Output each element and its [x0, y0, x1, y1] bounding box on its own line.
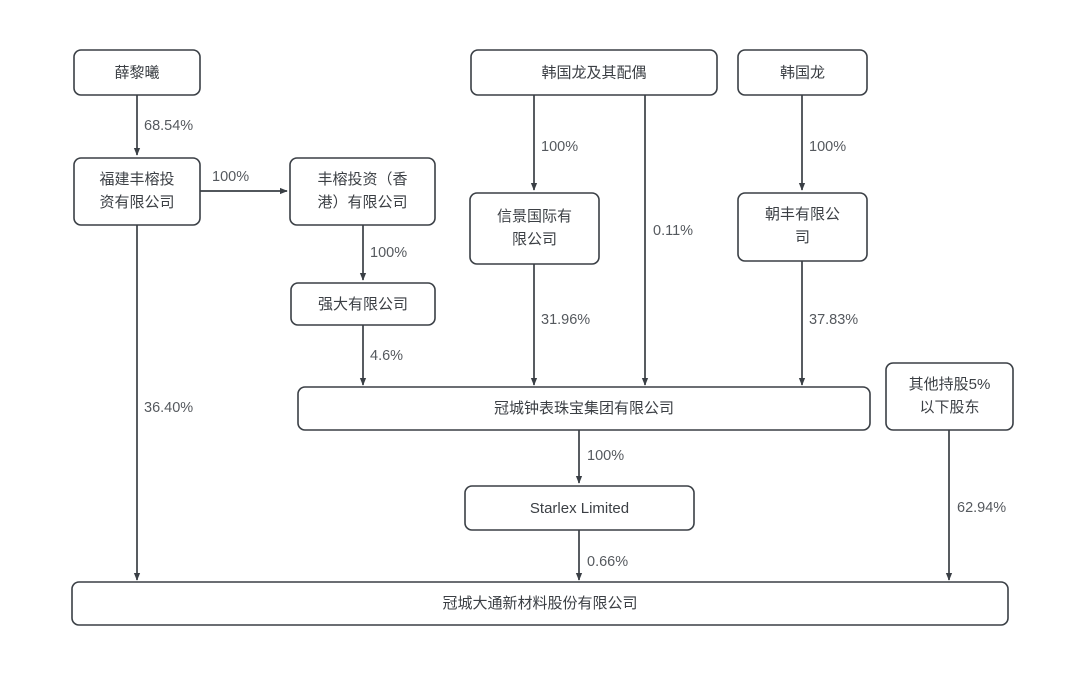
node-chaofeng[interactable]: 朝丰有限公 司 — [737, 192, 868, 262]
edge-hanguolong-to-chaofeng: 100% — [798, 95, 846, 191]
edge-fujian-fengrong-to-fengrong-hk: 100% — [200, 169, 288, 195]
node-box[interactable] — [885, 362, 1014, 431]
edge-xinjing-to-guancheng-group: 31.96% — [530, 264, 590, 386]
node-label-hanguolong: 韩国龙 — [780, 64, 825, 81]
node-hanguolong-spouse[interactable]: 韩国龙及其配偶 — [470, 49, 718, 96]
node-label-hanguolong-spouse: 韩国龙及其配偶 — [541, 64, 646, 81]
node-label-other-holders-line1: 其他持股5% — [909, 376, 991, 393]
node-label-qiangda: 强大有限公司 — [318, 296, 408, 313]
edge-label-31-96: 31.96% — [541, 312, 590, 328]
node-box[interactable] — [73, 157, 201, 226]
node-label-fengrong-hk-line2: 港）有限公司 — [317, 194, 407, 211]
edge-label-0-11: 0.11% — [653, 223, 693, 239]
node-box[interactable] — [289, 157, 436, 226]
node-label-xinjing-line2: 限公司 — [512, 231, 557, 248]
edge-hanguolong-spouse-to-xinjing: 100% — [530, 95, 578, 191]
node-label-guancheng-group: 冠城钟表珠宝集团有限公司 — [494, 400, 674, 417]
node-label-fengrong-hk-line1: 丰榕投资（香 — [317, 171, 407, 188]
node-hanguolong[interactable]: 韩国龙 — [737, 49, 868, 96]
edge-fujian-fengrong-to-guancheng-datong: 36.40% — [133, 225, 193, 581]
node-box[interactable] — [737, 49, 868, 96]
node-box[interactable] — [737, 192, 868, 262]
node-label-other-holders-line2: 以下股东 — [919, 399, 979, 416]
edge-label-0-66: 0.66% — [587, 554, 628, 570]
node-box[interactable] — [470, 49, 718, 96]
node-box[interactable] — [71, 581, 1009, 626]
node-starlex[interactable]: Starlex Limited — [464, 485, 695, 531]
edge-label-68-54: 68.54% — [144, 118, 193, 134]
node-label-guancheng-datong: 冠城大通新材料股份有限公司 — [442, 595, 637, 612]
node-fengrong-hk[interactable]: 丰榕投资（香 港）有限公司 — [289, 157, 436, 226]
node-label-xinjing-line1: 信景国际有 — [497, 208, 572, 225]
edge-label-4-6: 4.6% — [370, 348, 403, 364]
node-fujian-fengrong[interactable]: 福建丰榕投 资有限公司 — [73, 157, 201, 226]
node-xinjing[interactable]: 信景国际有 限公司 — [469, 192, 600, 265]
edge-label-100-a: 100% — [212, 169, 249, 185]
edge-guancheng-group-to-starlex: 100% — [575, 430, 624, 484]
edge-label-100-b: 100% — [370, 245, 407, 261]
edge-label-37-83: 37.83% — [809, 312, 858, 328]
node-box[interactable] — [469, 192, 600, 265]
node-label-xuelixi: 薛黎曦 — [114, 64, 159, 81]
node-qiangda[interactable]: 强大有限公司 — [290, 282, 436, 326]
node-label-fujian-fengrong-line1: 福建丰榕投 — [99, 171, 174, 188]
node-box[interactable] — [464, 485, 695, 531]
edge-label-36-40: 36.40% — [144, 400, 193, 416]
node-guancheng-group[interactable]: 冠城钟表珠宝集团有限公司 — [297, 386, 871, 431]
node-label-starlex: Starlex Limited — [530, 500, 629, 517]
edge-label-62-94: 62.94% — [957, 500, 1006, 516]
node-box[interactable] — [73, 49, 201, 96]
node-label-chaofeng-line2: 司 — [795, 229, 810, 246]
edge-label-100-e: 100% — [587, 448, 624, 464]
node-box[interactable] — [297, 386, 871, 431]
edge-qiangda-to-guancheng-group: 4.6% — [359, 325, 403, 386]
node-xuelixi[interactable]: 薛黎曦 — [73, 49, 201, 96]
node-guancheng-datong[interactable]: 冠城大通新材料股份有限公司 — [71, 581, 1009, 626]
node-box[interactable] — [290, 282, 436, 326]
edge-other-holders-to-guancheng-datong: 62.94% — [945, 430, 1006, 581]
edge-label-100-c: 100% — [541, 139, 578, 155]
edge-hanguolong-spouse-to-guancheng-group: 0.11% — [641, 95, 693, 386]
edge-fengrong-hk-to-qiangda: 100% — [359, 225, 407, 281]
node-other-holders[interactable]: 其他持股5% 以下股东 — [885, 362, 1014, 431]
edge-label-100-d: 100% — [809, 139, 846, 155]
edge-chaofeng-to-guancheng-group: 37.83% — [798, 261, 858, 386]
edge-xuelixi-to-fujian-fengrong: 68.54% — [133, 95, 193, 156]
edge-starlex-to-guancheng-datong: 0.66% — [575, 530, 628, 581]
node-label-chaofeng-line1: 朝丰有限公 — [765, 206, 840, 223]
node-label-fujian-fengrong-line2: 资有限公司 — [99, 194, 174, 211]
